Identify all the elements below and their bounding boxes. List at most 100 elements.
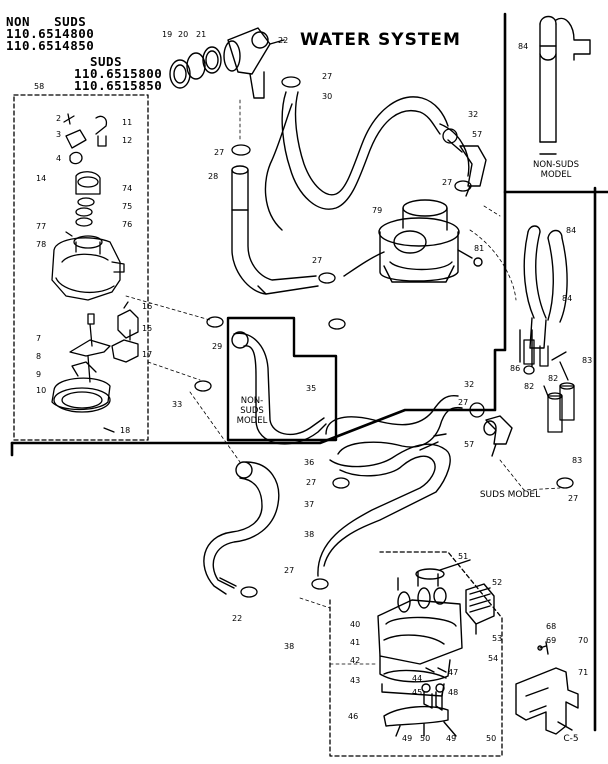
callout-number: 18 xyxy=(120,426,131,435)
bracket-70 xyxy=(515,641,579,735)
callout-number: 83 xyxy=(582,356,593,365)
callout-number: 8 xyxy=(36,352,42,361)
callout-number: 52 xyxy=(492,578,503,587)
callout-number: 84 xyxy=(562,294,573,303)
hose-84-top xyxy=(539,15,591,155)
hose-28 xyxy=(231,165,319,295)
callout-number: 27 xyxy=(284,566,295,575)
valve-assembly-frame xyxy=(13,94,149,441)
hose-37 xyxy=(203,461,280,595)
solenoid-52 xyxy=(465,583,495,635)
callout-number: 35 xyxy=(306,384,317,393)
pump-79 xyxy=(343,123,483,283)
callout-number: 58 xyxy=(34,82,45,91)
callout-number: 3 xyxy=(56,130,62,139)
callout-number: 38 xyxy=(304,530,315,539)
callout-number: 33 xyxy=(172,400,183,409)
callout-number: 27 xyxy=(306,478,317,487)
elbow-57-suds xyxy=(483,415,513,457)
nonsuds-center-note-line2: SUDS xyxy=(240,406,264,416)
callout-number: 82 xyxy=(548,374,559,383)
callout-number: 9 xyxy=(36,370,42,379)
callout-number: 68 xyxy=(546,622,557,631)
callout-number: 37 xyxy=(304,500,315,509)
callout-number: 32 xyxy=(464,380,475,389)
callout-number: 69 xyxy=(546,636,557,645)
callout-number: 44 xyxy=(412,674,423,683)
callout-number: 71 xyxy=(578,668,589,677)
callout-number: 83 xyxy=(572,456,583,465)
callout-number: 57 xyxy=(472,130,483,139)
callout-number: 27 xyxy=(322,72,333,81)
callout-number: 4 xyxy=(56,154,62,163)
callout-number: 50 xyxy=(486,734,497,743)
nonsuds-center-note-line1: NON- xyxy=(240,396,264,406)
callout-number: 19 xyxy=(162,30,173,39)
suds-model-2: 110.6515850 xyxy=(74,78,163,93)
callout-number: 74 xyxy=(122,184,133,193)
callout-number: 29 xyxy=(212,342,223,351)
callout-number: 82 xyxy=(524,382,535,391)
callout-number: 42 xyxy=(350,656,361,665)
callout-number: 40 xyxy=(350,620,361,629)
callout-number: 32 xyxy=(468,110,479,119)
left-lower-parts xyxy=(51,301,139,433)
callout-number: 10 xyxy=(36,386,47,395)
callout-number: 54 xyxy=(488,654,499,663)
clamps xyxy=(194,76,574,598)
callout-number: 49 xyxy=(402,734,413,743)
callout-number: 22 xyxy=(232,614,243,623)
nonsuds-model-1: 110.6514800 xyxy=(6,26,95,41)
callout-number: 84 xyxy=(566,226,577,235)
callout-number: 20 xyxy=(178,30,189,39)
nonsuds-label: NON SUDS xyxy=(6,14,87,29)
nonsuds-top-note-line2: MODEL xyxy=(540,170,572,180)
callout-number: 22 xyxy=(278,36,289,45)
callout-number: 49 xyxy=(446,734,457,743)
callout-number: 11 xyxy=(122,118,133,127)
callout-number: 77 xyxy=(36,222,47,231)
callout-number: 38 xyxy=(284,642,295,651)
callout-number: 84 xyxy=(518,42,529,51)
callout-number: 45 xyxy=(412,688,423,697)
callout-number: 53 xyxy=(492,634,503,643)
callout-number: 17 xyxy=(142,350,153,359)
callout-number: 2 xyxy=(56,114,62,123)
callout-number: 7 xyxy=(36,334,42,343)
nonsuds-header: NON SUDS 110.6514800 110.6514850 xyxy=(6,14,95,53)
hose-30 xyxy=(264,91,449,231)
callout-number: 48 xyxy=(448,688,459,697)
callout-number: 86 xyxy=(510,364,521,373)
valve-38-frame xyxy=(329,551,503,757)
callout-number: 12 xyxy=(122,136,133,145)
callout-number: 27 xyxy=(214,148,225,157)
nonsuds-top-note: NON-SUDS MODEL xyxy=(520,160,592,180)
callout-number: 28 xyxy=(208,172,219,181)
callout-number: 79 xyxy=(372,206,383,215)
callout-number: 27 xyxy=(458,398,469,407)
suds-valve-parts xyxy=(523,339,575,433)
nonsuds-model-2: 110.6514850 xyxy=(6,38,95,53)
suds-model-1: 110.6515800 xyxy=(74,66,163,81)
elbow-57-top xyxy=(459,145,487,197)
callout-number: 16 xyxy=(142,302,153,311)
nonsuds-center-note: NON- SUDS MODEL xyxy=(232,396,272,426)
valve-58-parts xyxy=(51,113,125,301)
nonsuds-top-note-line1: NON-SUDS xyxy=(532,160,580,170)
callout-number: 21 xyxy=(196,30,207,39)
top-inlet-parts xyxy=(169,27,285,99)
page-code: C-5 xyxy=(563,734,579,744)
callout-number: 51 xyxy=(458,552,469,561)
bracket-46 xyxy=(383,705,457,737)
hose-35-box xyxy=(226,316,338,442)
suds-model-note: SUDS MODEL xyxy=(479,490,541,500)
hose-84-suds xyxy=(519,225,568,367)
hose-36 xyxy=(317,394,463,577)
callout-number: 15 xyxy=(142,324,153,333)
callout-number: 76 xyxy=(122,220,133,229)
callout-number: 41 xyxy=(350,638,361,647)
callout-number: 14 xyxy=(36,174,47,183)
callout-number: 70 xyxy=(578,636,589,645)
